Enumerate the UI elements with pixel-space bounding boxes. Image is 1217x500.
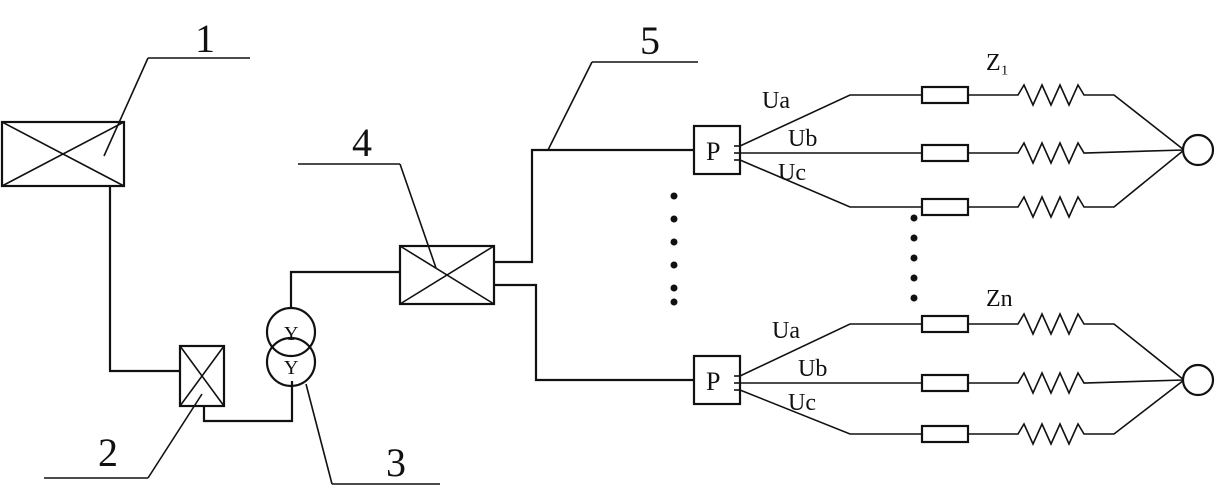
impedance-label-lower: Zn: [986, 286, 1013, 312]
phase-c-line-lower: [739, 389, 922, 435]
fuse-b-lower: [920, 373, 970, 393]
p-box-lower: [692, 354, 742, 406]
fuse-a-upper: [920, 85, 970, 105]
phase-c-label-lower: Uc: [788, 390, 816, 416]
load-node-upper: [1181, 133, 1215, 167]
load-node-lower: [1181, 363, 1215, 397]
p-label-lower: P: [706, 367, 720, 396]
ellipsis-right: [910, 214, 918, 302]
unit-upper: P Ua Ub Uc Z₁: [692, 50, 1215, 219]
component-4-box: [398, 244, 496, 306]
phase-c-label-upper: Uc: [778, 160, 806, 186]
resistor-a-lower: [968, 312, 1185, 381]
wire-1-to-2: [108, 186, 180, 373]
transformer-secondary-label: Y: [284, 357, 298, 379]
phase-a-line-lower: [739, 323, 922, 377]
fuse-a-lower: [920, 314, 970, 334]
transformer-primary-label: Y: [284, 323, 298, 345]
resistor-b-upper: [968, 141, 1185, 165]
impedance-label-upper: Z₁: [986, 50, 1009, 76]
resistor-a-upper: [968, 83, 1185, 151]
phase-b-label-lower: Ub: [798, 356, 827, 382]
callout-3-leader: [305, 383, 440, 485]
component-2-box: [178, 344, 226, 408]
callout-5-label: 5: [640, 18, 660, 63]
resistor-b-lower: [968, 371, 1185, 395]
fuse-c-upper: [920, 197, 970, 217]
resistor-c-upper: [968, 149, 1185, 219]
phase-a-label-upper: Ua: [762, 88, 790, 114]
wire-2-to-3: [202, 381, 294, 423]
phase-b-label-upper: Ub: [788, 126, 817, 152]
p-box-upper: [692, 124, 742, 176]
component-1-box: [0, 120, 126, 188]
fuse-c-lower: [920, 424, 970, 444]
callout-5-leader: [547, 61, 698, 151]
phase-a-label-lower: Ua: [772, 318, 800, 344]
ellipsis-left: [670, 192, 678, 306]
component-3-transformer: Y Y: [265, 306, 317, 388]
fuse-b-upper: [920, 143, 970, 163]
callout-1-label: 1: [195, 16, 215, 61]
callout-2-leader: [44, 393, 203, 479]
phase-c-line-upper: [739, 159, 922, 208]
phase-a-line-upper: [739, 94, 922, 147]
callout-1-leader: [103, 57, 250, 157]
unit-lower: P Ua Ub Uc Zn: [692, 286, 1215, 446]
resistor-c-lower: [968, 379, 1185, 446]
callout-4-label: 4: [352, 120, 372, 165]
callout-3-label: 3: [386, 440, 406, 485]
bus-to-lower-unit: [494, 283, 694, 382]
p-label-upper: P: [706, 137, 720, 166]
callout-4-leader: [298, 163, 437, 269]
bus-to-upper-unit: [494, 148, 694, 264]
callout-2-label: 2: [98, 430, 118, 475]
wire-3-to-4: [289, 270, 400, 308]
